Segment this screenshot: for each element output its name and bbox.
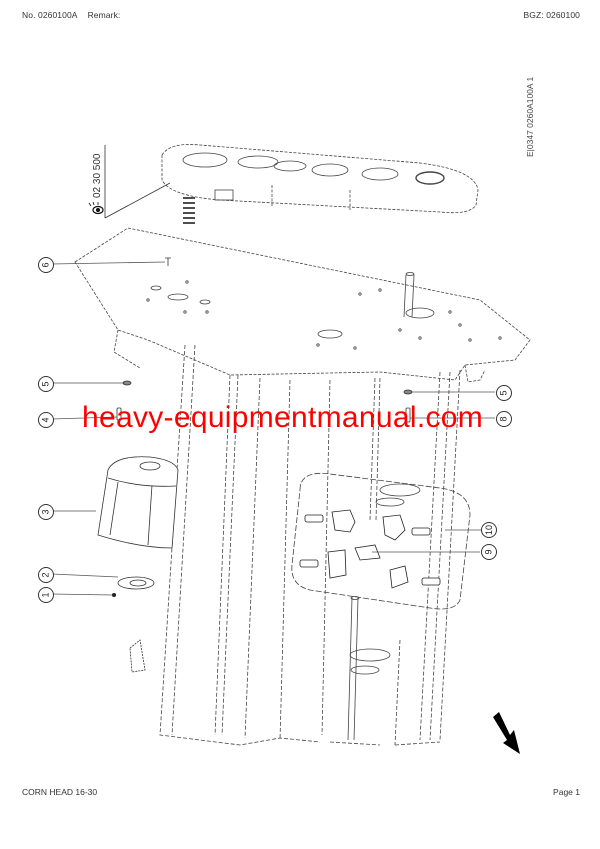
watermark: heavy-equipmentmanual.com xyxy=(82,401,484,434)
mounting-plate xyxy=(74,227,531,383)
footer-title: CORN HEAD 16-30 xyxy=(22,787,98,797)
callout-8[interactable]: 8 xyxy=(496,411,512,427)
reference-assembly-number: 02 30 500 xyxy=(92,153,103,199)
bgz-code: BGZ: 0260100 xyxy=(523,10,580,20)
input-shaft xyxy=(183,197,195,224)
bearing-housing xyxy=(291,472,471,675)
eye-view-icon xyxy=(88,201,104,215)
plate-holes xyxy=(146,280,502,350)
part-1-nut xyxy=(112,593,116,597)
callout-5-right[interactable]: 5 xyxy=(496,385,512,401)
remark-label: Remark: xyxy=(87,10,121,20)
callout-6[interactable]: 6 xyxy=(38,257,54,273)
callout-3[interactable]: 3 xyxy=(38,504,54,520)
column-frame xyxy=(159,344,461,746)
part-3-cover xyxy=(97,456,179,549)
plate-shaft xyxy=(403,272,415,318)
arrow-down-right-icon xyxy=(493,712,520,754)
page-number: Page 1 xyxy=(553,787,580,797)
callout-2[interactable]: 2 xyxy=(38,567,54,583)
clamps-and-bolts xyxy=(299,509,441,589)
callout-1[interactable]: 1 xyxy=(38,587,54,603)
callout-10[interactable]: 10 xyxy=(481,522,497,538)
gearbox-assembly xyxy=(161,144,479,214)
lower-shaft xyxy=(347,596,360,741)
callout-4[interactable]: 4 xyxy=(38,412,54,428)
small-parts xyxy=(116,257,413,423)
callout-9[interactable]: 9 xyxy=(481,544,497,560)
callout-5-left[interactable]: 5 xyxy=(38,376,54,392)
gear-fragment xyxy=(129,639,146,673)
part-2-gasket xyxy=(117,576,155,590)
leader-lines xyxy=(51,261,495,596)
document-number: No. 0260100A xyxy=(22,10,78,20)
header-left: No. 0260100A Remark: xyxy=(22,10,120,20)
